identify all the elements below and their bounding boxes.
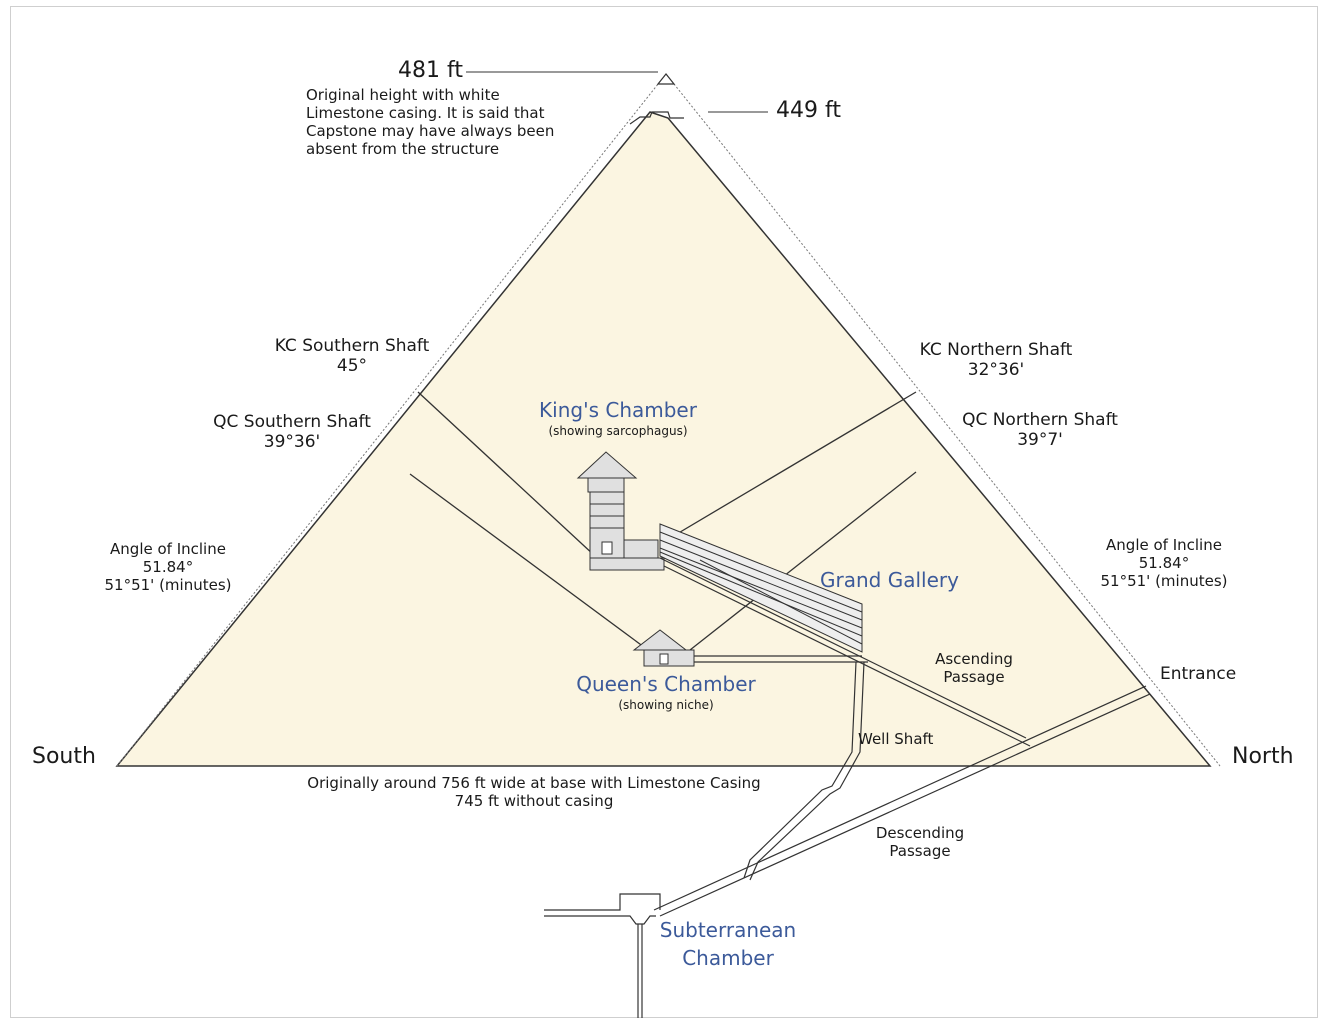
descending-passage xyxy=(653,685,1151,917)
qc-northern-shaft xyxy=(689,471,917,651)
qc-northern-shaft-label: QC Northern Shaft 39°7' xyxy=(962,410,1118,451)
height-original: 481 ft xyxy=(398,58,463,83)
qc-southern-shaft-label: QC Southern Shaft 39°36' xyxy=(213,412,371,453)
summit-steps xyxy=(629,111,684,125)
kc-southern-shaft xyxy=(417,391,596,557)
direction-north: North xyxy=(1232,744,1294,769)
kings-chamber-sublabel: (showing sarcophagus) xyxy=(548,424,688,438)
diagram-frame xyxy=(10,6,1318,1018)
ascending-passage xyxy=(659,557,1031,747)
pyramid-body xyxy=(115,111,1212,767)
kc-northern-shaft xyxy=(659,391,917,545)
subterranean-chamber-label: Subterranean Chamber xyxy=(659,918,797,970)
height-current: 449 ft xyxy=(776,98,841,123)
base-width-caption: Originally around 756 ft wide at base wi… xyxy=(307,774,761,810)
descending-passage-label: Descending Passage xyxy=(875,824,965,860)
entrance-label: Entrance xyxy=(1160,664,1237,684)
direction-south: South xyxy=(32,744,96,769)
queens-chamber-label: Queen's Chamber xyxy=(576,672,756,696)
well-shaft xyxy=(743,661,865,881)
incline-north-label: Angle of Incline 51.84° 51°51' (minutes) xyxy=(1100,536,1228,590)
incline-south-label: Angle of Incline 51.84° 51°51' (minutes) xyxy=(104,540,232,594)
queens-chamber-structure xyxy=(632,629,695,667)
queens-chamber-sublabel: (showing niche) xyxy=(618,698,714,712)
subterranean-structure xyxy=(544,893,661,1018)
kc-northern-shaft-label: KC Northern Shaft 32°36' xyxy=(919,340,1073,381)
capstone xyxy=(656,73,676,85)
grand-gallery-structure xyxy=(659,523,863,653)
grand-gallery-label: Grand Gallery xyxy=(820,568,959,592)
height-original-note: Original height with white Limestone cas… xyxy=(306,86,555,158)
well-shaft-label: Well Shaft xyxy=(858,730,934,748)
qc-southern-shaft xyxy=(409,473,649,651)
kc-southern-shaft-label: KC Southern Shaft 45° xyxy=(274,336,430,377)
horizontal-passage xyxy=(690,655,868,663)
kings-chamber-label: King's Chamber xyxy=(539,398,697,422)
ascending-passage-label: Ascending Passage xyxy=(935,650,1013,686)
kings-chamber-structure xyxy=(576,451,665,571)
